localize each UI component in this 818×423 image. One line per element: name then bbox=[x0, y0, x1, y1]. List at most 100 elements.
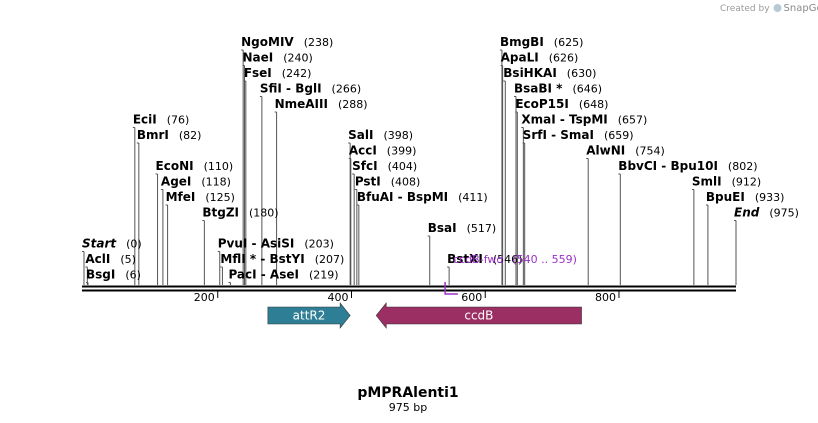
cut-position: (659) bbox=[604, 129, 634, 142]
cut-position: (5) bbox=[120, 253, 136, 266]
feature-track: attR2 ccdB bbox=[267, 302, 582, 329]
enzyme-name: EciI bbox=[133, 113, 157, 127]
ruler-tick-label: 200 bbox=[194, 291, 215, 304]
enzyme-name: BstXI bbox=[447, 252, 483, 266]
enzyme-name: SfcI bbox=[352, 159, 377, 173]
feature-label: attR2 bbox=[293, 309, 326, 323]
cut-position: (399) bbox=[387, 145, 417, 158]
enzyme-name: EcoP15I bbox=[515, 97, 569, 111]
cut-position: (219) bbox=[309, 269, 339, 282]
enzyme-name: NmeAIII bbox=[275, 97, 328, 111]
cut-site-13[interactable]: PstI(408) bbox=[355, 175, 421, 189]
cut-site-22[interactable]: BstXI (546) bbox=[447, 252, 522, 266]
cut-site-16[interactable]: BtgZI(180) bbox=[202, 206, 278, 220]
enzyme-name: PvuI - AsiSI bbox=[218, 237, 295, 251]
cut-site-20[interactable]: AclI (5) bbox=[85, 252, 136, 266]
cut-site-4[interactable]: SfiI - BglI(266) bbox=[260, 82, 361, 96]
cut-position: (238) bbox=[304, 36, 334, 49]
cut-position: (646) bbox=[572, 83, 602, 96]
cut-site-33[interactable]: BbvCI - Bpu10I(802) bbox=[618, 159, 757, 173]
cut-site-17[interactable]: BsaI (517) bbox=[428, 221, 496, 235]
cut-site-28[interactable]: BsaBI *(646) bbox=[514, 82, 602, 96]
cut-site-23[interactable]: BsgI(6) bbox=[86, 268, 141, 282]
cut-site-21[interactable]: MflI * - BstYI(207) bbox=[220, 252, 344, 266]
cut-site-1[interactable]: NgoMIV (238) bbox=[241, 35, 333, 49]
map-title-block: pMPRAlenti1 975 bp bbox=[357, 385, 458, 414]
primer-binding-mark bbox=[444, 282, 458, 295]
credit-prefix: Created by bbox=[720, 4, 770, 14]
cut-site-14[interactable]: MfeI(125) bbox=[166, 190, 235, 204]
enzyme-name: AclI bbox=[85, 252, 110, 266]
cut-site-26[interactable]: ApaLI(626) bbox=[501, 51, 579, 65]
cut-site-5[interactable]: NmeAIII (288) bbox=[275, 97, 368, 111]
credit-brand: SnapGene bbox=[784, 3, 818, 14]
cut-site-27[interactable]: BsiHKAI (630) bbox=[503, 66, 596, 80]
cut-position: (0) bbox=[126, 238, 142, 251]
cut-site-36[interactable]: End (975) bbox=[734, 206, 799, 220]
primer-range: (540 .. 559) bbox=[512, 253, 577, 266]
snapgene-logo-icon bbox=[773, 4, 782, 12]
enzyme-name: PacI - AseI bbox=[228, 268, 299, 282]
sequence-backbone bbox=[82, 285, 736, 292]
enzyme-name: SrfI - SmaI bbox=[523, 128, 594, 142]
cut-site-10[interactable]: EcoNI(110) bbox=[156, 159, 234, 173]
cut-site-35[interactable]: BpuEI(933) bbox=[706, 190, 785, 204]
enzyme-name: BsaI bbox=[428, 221, 457, 235]
plasmid-name: pMPRAlenti1 bbox=[357, 385, 458, 401]
ruler-tick-label: 600 bbox=[461, 291, 482, 304]
enzyme-name: BmrI bbox=[137, 128, 169, 142]
cut-site-leaders bbox=[82, 49, 737, 285]
ruler-tick-label: 800 bbox=[595, 291, 616, 304]
cut-position: (110) bbox=[204, 160, 234, 173]
cut-position: (630) bbox=[567, 67, 597, 80]
enzyme-name: ApaLI bbox=[501, 51, 539, 65]
cut-site-7[interactable]: BmrI (82) bbox=[137, 128, 202, 142]
cut-site-labels: NgoMIV (238) NaeI(240)FseI(242) SfiI - BglI… bbox=[82, 35, 799, 282]
cut-site-9[interactable]: AccI (399) bbox=[349, 144, 417, 158]
cut-position: (125) bbox=[205, 191, 235, 204]
cut-position: (912) bbox=[732, 176, 762, 189]
cut-site-30[interactable]: XmaI - TspMI(657) bbox=[521, 113, 647, 127]
feature-arrow bbox=[375, 302, 582, 329]
cut-site-29[interactable]: EcoP15I(648) bbox=[515, 97, 608, 111]
primer-name[interactable]: ccdB-fwd bbox=[453, 253, 503, 266]
cut-site-15[interactable]: BfuAI - BspMI(411) bbox=[357, 190, 488, 204]
cut-site-24[interactable]: PacI - AseI (219) bbox=[228, 268, 338, 282]
feature-attR2[interactable]: attR2 bbox=[267, 302, 351, 329]
cut-position: (802) bbox=[728, 160, 758, 173]
cut-site-12[interactable]: AgeI(118) bbox=[161, 175, 231, 189]
enzyme-name: End bbox=[734, 206, 760, 220]
cut-site-25[interactable]: BmgBI(625) bbox=[500, 35, 583, 49]
cut-site-6[interactable]: EciI(76) bbox=[133, 113, 189, 127]
cut-site-18[interactable]: Start(0) bbox=[82, 237, 142, 251]
cut-site-2[interactable]: NaeI(240) bbox=[242, 51, 312, 65]
feature-arrow bbox=[267, 302, 351, 329]
cut-site-8[interactable]: SalI(398) bbox=[348, 128, 413, 142]
cut-position: (754) bbox=[635, 145, 665, 158]
plasmid-length: 975 bp bbox=[389, 401, 427, 414]
cut-site-31[interactable]: SrfI - SmaI (659) bbox=[523, 128, 634, 142]
cut-position: (82) bbox=[179, 129, 202, 142]
cut-position: (288) bbox=[338, 98, 368, 111]
enzyme-name: BsiHKAI bbox=[503, 66, 557, 80]
cut-position: (404) bbox=[388, 160, 418, 173]
enzyme-name: AccI bbox=[349, 144, 377, 158]
feature-ccdB[interactable]: ccdB bbox=[375, 302, 582, 329]
cut-site-3[interactable]: FseI(242) bbox=[244, 66, 312, 80]
cut-site-34[interactable]: SmlI (912) bbox=[692, 175, 761, 189]
cut-site-11[interactable]: SfcI (404) bbox=[352, 159, 417, 173]
primer-annotation: ccdB-fwd (540 .. 559) bbox=[444, 253, 577, 295]
enzyme-name: AgeI bbox=[161, 175, 191, 189]
cut-site-32[interactable]: AlwNI(754) bbox=[586, 144, 665, 158]
enzyme-name: NgoMIV bbox=[241, 35, 294, 49]
cut-position: (546) bbox=[493, 253, 523, 266]
enzyme-name: BpuEI bbox=[706, 190, 745, 204]
cut-site-19[interactable]: PvuI - AsiSI(203) bbox=[218, 237, 334, 251]
cut-position: (207) bbox=[315, 253, 345, 266]
enzyme-name: NaeI bbox=[242, 51, 273, 65]
cut-position: (975) bbox=[769, 207, 799, 220]
enzyme-name: SmlI bbox=[692, 175, 722, 189]
cut-position: (517) bbox=[467, 222, 497, 235]
